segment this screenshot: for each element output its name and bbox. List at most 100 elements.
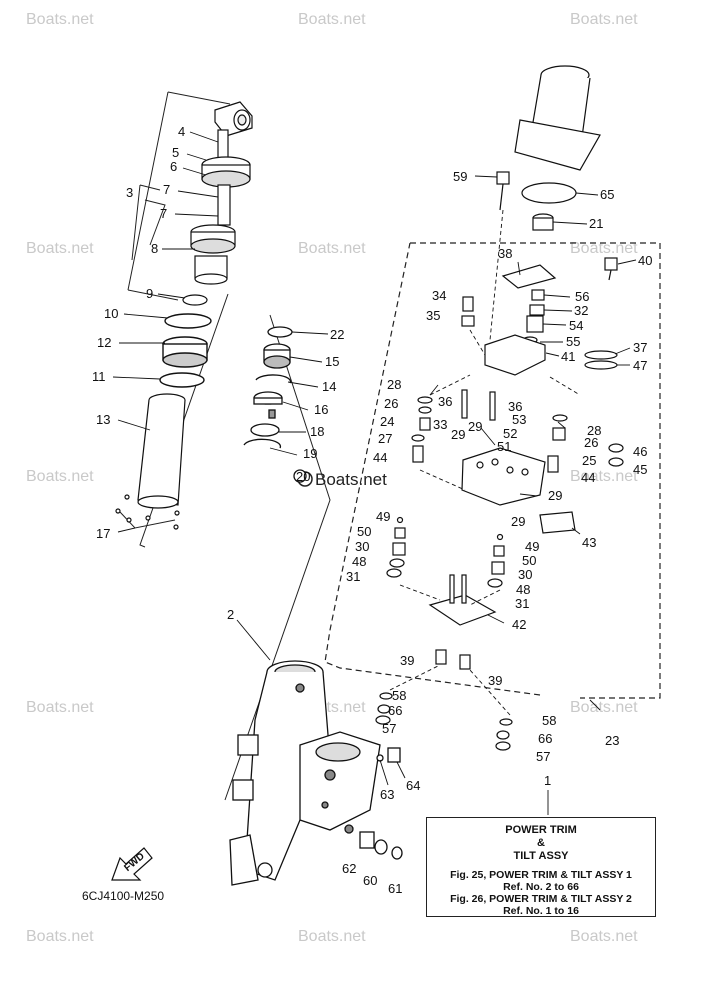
callout-c22: 22 bbox=[330, 327, 344, 342]
part-plate-38 bbox=[501, 257, 618, 289]
legend-title-line2: & bbox=[537, 837, 545, 849]
part-rings-collar bbox=[159, 313, 212, 388]
part-valve-stack-upper bbox=[461, 289, 545, 344]
callout-c33: 33 bbox=[433, 417, 447, 432]
callout-c56: 56 bbox=[575, 289, 589, 304]
callout-c45: 45 bbox=[633, 462, 647, 477]
callout-c11: 11 bbox=[92, 369, 106, 384]
callout-c37: 37 bbox=[633, 340, 647, 355]
callout-c29a: 29 bbox=[468, 419, 482, 434]
callout-c35: 35 bbox=[426, 308, 440, 323]
watermark: Boats.net bbox=[26, 240, 94, 257]
callout-c32: 32 bbox=[574, 303, 588, 318]
part-pad-43 bbox=[539, 511, 576, 534]
part-cylinder-tube bbox=[115, 393, 186, 530]
fwd-arrow-icon bbox=[111, 847, 153, 881]
callout-c21: 21 bbox=[589, 216, 603, 231]
callout-c29d: 29 bbox=[511, 514, 525, 529]
callout-c44b: 44 bbox=[581, 470, 595, 485]
callout-c13: 13 bbox=[96, 412, 110, 427]
part-bracket-housing bbox=[229, 660, 381, 886]
callout-c66a: 66 bbox=[388, 703, 402, 718]
fwd-arrow: FWD bbox=[111, 847, 153, 881]
callout-c7b: 7 bbox=[160, 206, 167, 221]
callout-c46: 46 bbox=[633, 444, 647, 459]
callout-c57a: 57 bbox=[382, 721, 396, 736]
callout-c36b: 36 bbox=[508, 399, 522, 414]
callout-c44a: 44 bbox=[373, 450, 387, 465]
legend-title-line1: POWER TRIM bbox=[505, 824, 577, 836]
callout-c3: 3 bbox=[126, 185, 133, 200]
callout-c12: 12 bbox=[97, 335, 111, 350]
callout-c57b: 57 bbox=[536, 749, 550, 764]
callout-c65: 65 bbox=[600, 187, 614, 202]
watermark: Boats.net bbox=[570, 468, 638, 485]
part-valve-block bbox=[411, 396, 624, 506]
legend-line1: Fig. 25, POWER TRIM & TILT ASSY 1 bbox=[450, 869, 632, 881]
callout-c39b: 39 bbox=[488, 673, 502, 688]
callout-c5: 5 bbox=[172, 145, 179, 160]
callout-c31a: 31 bbox=[346, 569, 360, 584]
legend-line3: Fig. 26, POWER TRIM & TILT ASSY 2 bbox=[450, 893, 632, 905]
callout-c53: 53 bbox=[512, 412, 526, 427]
callout-c14: 14 bbox=[322, 379, 336, 394]
callout-c30b: 30 bbox=[518, 567, 532, 582]
part-motor bbox=[514, 65, 601, 204]
callout-c15: 15 bbox=[325, 354, 339, 369]
callout-c48a: 48 bbox=[352, 554, 366, 569]
callout-c27: 27 bbox=[378, 431, 392, 446]
callout-c47: 47 bbox=[633, 358, 647, 373]
subassembly-boundary bbox=[324, 242, 661, 699]
part-small-seals bbox=[243, 326, 307, 483]
callout-c20: 20 bbox=[296, 469, 310, 484]
assembly-legend-box: POWER TRIM & TILT ASSY Fig. 25, POWER TR… bbox=[426, 817, 656, 917]
legend-title-line3: TILT ASSY bbox=[513, 850, 569, 862]
callout-c49a: 49 bbox=[376, 509, 390, 524]
callout-c8: 8 bbox=[151, 241, 158, 256]
part-fittings-lower bbox=[359, 747, 403, 860]
drawing-code: 6CJ4100-M250 bbox=[82, 889, 164, 903]
watermark: Boats.net bbox=[570, 240, 638, 257]
callout-c48b: 48 bbox=[516, 582, 530, 597]
callout-c54: 54 bbox=[569, 318, 583, 333]
callout-c61: 61 bbox=[388, 881, 402, 896]
part-bolts-39 bbox=[435, 649, 471, 670]
part-manifold-41 bbox=[461, 334, 618, 421]
callout-c26b: 26 bbox=[584, 435, 598, 450]
callout-c34: 34 bbox=[432, 288, 446, 303]
callout-c29c: 29 bbox=[548, 488, 562, 503]
callout-c58b: 58 bbox=[542, 713, 556, 728]
watermark: Boats.net bbox=[26, 928, 94, 945]
callout-c36a: 36 bbox=[438, 394, 452, 409]
part-washers bbox=[375, 692, 513, 751]
callout-c28a: 28 bbox=[387, 377, 401, 392]
part-piston-upper bbox=[201, 156, 251, 226]
watermark: Boats.net bbox=[570, 11, 638, 28]
callout-c7a: 7 bbox=[163, 182, 170, 197]
callout-c50a: 50 bbox=[357, 524, 371, 539]
callout-c43: 43 bbox=[582, 535, 596, 550]
callout-c64: 64 bbox=[406, 778, 420, 793]
callout-c58a: 58 bbox=[392, 688, 406, 703]
callout-c62: 62 bbox=[342, 861, 356, 876]
callout-c29b: 29 bbox=[451, 427, 465, 442]
watermark-layer: Boats.net Boats.net Boats.net Boats.net … bbox=[26, 11, 638, 945]
watermark: Boats.net bbox=[570, 928, 638, 945]
watermark: Boats.net bbox=[570, 699, 638, 716]
part-bolt-59 bbox=[496, 171, 510, 211]
callout-c26a: 26 bbox=[384, 396, 398, 411]
callout-c50b: 50 bbox=[522, 553, 536, 568]
callout-c17: 17 bbox=[96, 526, 110, 541]
center-watermark-text: Boats.net bbox=[315, 470, 387, 489]
callout-c16: 16 bbox=[314, 402, 328, 417]
callout-c19: 19 bbox=[303, 446, 317, 461]
callout-c41: 41 bbox=[561, 349, 575, 364]
part-check-valves bbox=[386, 516, 505, 588]
callout-c52: 52 bbox=[503, 426, 517, 441]
callout-c10: 10 bbox=[104, 306, 118, 321]
callout-c39a: 39 bbox=[400, 653, 414, 668]
callout-c55: 55 bbox=[566, 334, 580, 349]
part-plate-42 bbox=[428, 574, 497, 626]
